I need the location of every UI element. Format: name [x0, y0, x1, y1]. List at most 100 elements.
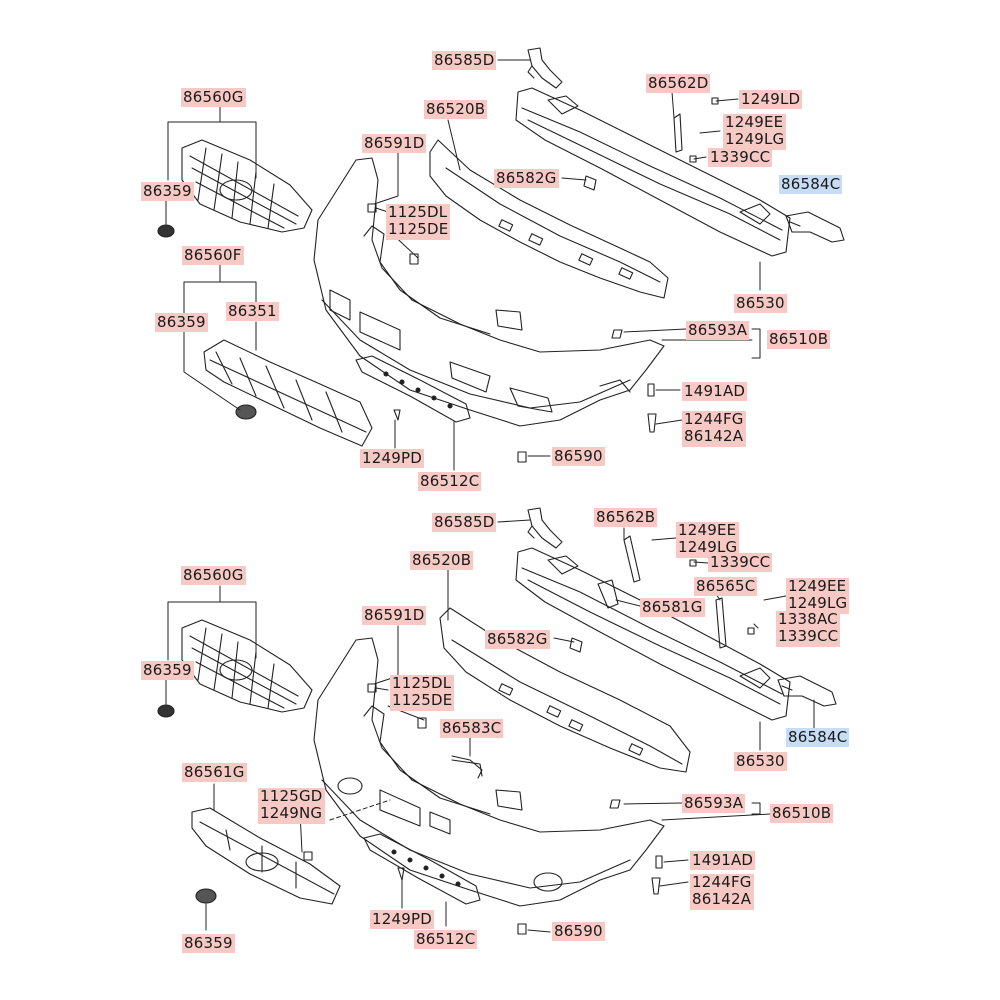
label-86359-bottom[interactable]: 86359: [141, 661, 194, 680]
label-1249lg-top[interactable]: 1249LG: [725, 130, 785, 148]
label-86581g-bottom[interactable]: 86581G: [640, 598, 705, 617]
label-1125de-top[interactable]: 1125DE: [388, 220, 449, 238]
label-1249lg-bottom-2[interactable]: 1249LG: [788, 594, 848, 612]
bolt-1244fg-bottom: [651, 877, 661, 895]
label-1244fg-bottom[interactable]: 1244FG: [692, 873, 752, 891]
label-1125dl-de-bottom[interactable]: 1125DL 1125DE: [390, 674, 455, 711]
label-1249pd-top[interactable]: 1249PD: [360, 449, 424, 468]
bumper-cover-bottom: [313, 637, 665, 907]
leader-lines-top: [165, 59, 761, 471]
grille-86351-top: [203, 339, 373, 447]
nut-1338ac-bottom: [747, 627, 755, 635]
label-86142a-top[interactable]: 86142A: [684, 427, 744, 445]
label-1125de-bottom[interactable]: 1125DE: [392, 691, 453, 709]
label-86560g-top[interactable]: 86560G: [181, 88, 246, 107]
clip-86590-bottom: [517, 923, 527, 935]
emblem-86359-top-2: [235, 404, 257, 420]
label-86512c-top[interactable]: 86512C: [418, 472, 482, 491]
label-1249lg-bottom[interactable]: 1249LG: [678, 538, 738, 556]
bracket-86584c-top: [785, 211, 845, 243]
label-86585d-bottom[interactable]: 86585D: [432, 513, 497, 532]
bolt-1244fg-top: [647, 413, 657, 433]
clip-86582g-top: [583, 175, 597, 191]
screw-1125de-bottom: [417, 717, 427, 729]
label-86582g-bottom[interactable]: 86582G: [485, 630, 550, 649]
label-1339cc-bottom[interactable]: 1339CC: [708, 553, 773, 572]
label-86359-bottom-2[interactable]: 86359: [182, 934, 235, 953]
screw-1249ld-top: [711, 97, 719, 105]
label-86593a-bottom[interactable]: 86593A: [682, 794, 746, 813]
stay-86562d: [673, 113, 683, 153]
screw-1125gd-bottom: [303, 851, 313, 861]
label-1249pd-bottom[interactable]: 1249PD: [370, 910, 434, 929]
clip-86590-top: [517, 451, 527, 463]
label-86584c-bottom[interactable]: 86584C: [786, 728, 850, 747]
label-86585d-top[interactable]: 86585D: [432, 51, 497, 70]
label-86583c-bottom[interactable]: 86583C: [440, 719, 504, 738]
bracket-86584c-bottom: [777, 675, 837, 707]
label-1244fg-top[interactable]: 1244FG: [684, 410, 744, 428]
label-86565c-bottom[interactable]: 86565C: [694, 577, 758, 596]
label-1125dl-bottom[interactable]: 1125DL: [392, 674, 452, 692]
clip-86582g-bottom: [569, 637, 583, 653]
lower-strip-top: [355, 355, 471, 423]
label-86359-top[interactable]: 86359: [141, 182, 194, 201]
label-1244fg-86142a-bottom[interactable]: 1244FG 86142A: [690, 874, 754, 910]
label-1125dl-top[interactable]: 1125DL: [388, 203, 448, 221]
label-86510b-bottom[interactable]: 86510B: [770, 804, 834, 823]
screw-1125dl-top: [367, 203, 377, 213]
label-86591d-top[interactable]: 86591D: [362, 134, 427, 153]
radiator-grille-bottom: [181, 619, 313, 713]
stay-86581g: [597, 579, 619, 609]
label-86584c-top[interactable]: 86584C: [779, 175, 843, 194]
label-1244fg-86142a-top[interactable]: 1244FG 86142A: [682, 411, 746, 447]
label-1249ee-bottom[interactable]: 1249EE: [678, 521, 737, 539]
label-1491ad-bottom[interactable]: 1491AD: [690, 851, 756, 870]
energy-absorber-bottom: [439, 607, 691, 773]
label-1339cc-top[interactable]: 1339CC: [708, 148, 773, 167]
energy-absorber-top: [429, 139, 669, 299]
label-86590-top[interactable]: 86590: [552, 447, 605, 466]
label-86561g-bottom[interactable]: 86561G: [182, 763, 247, 782]
label-1338ac-1339cc-bottom[interactable]: 1338AC 1339CC: [776, 610, 841, 647]
label-1249ee-lg-bottom-2[interactable]: 1249EE 1249LG: [786, 577, 850, 614]
label-86582g-top[interactable]: 86582G: [494, 169, 559, 188]
lower-grille-86561g: [191, 807, 341, 905]
label-1339cc-bottom-2[interactable]: 1339CC: [778, 627, 839, 645]
label-86591d-bottom[interactable]: 86591D: [362, 606, 427, 625]
label-86520b-bottom[interactable]: 86520B: [410, 551, 474, 570]
label-1125dl-de-top[interactable]: 1125DL 1125DE: [386, 203, 451, 240]
label-1491ad-top[interactable]: 1491AD: [682, 382, 748, 401]
label-1249ee-bottom-2[interactable]: 1249EE: [788, 577, 847, 595]
label-86562d-top[interactable]: 86562D: [646, 74, 711, 93]
label-86510b-top[interactable]: 86510B: [767, 330, 831, 349]
nut-1491ad-bottom: [655, 855, 663, 869]
label-1249ld-top[interactable]: 1249LD: [739, 90, 803, 109]
label-86562b-bottom[interactable]: 86562B: [594, 508, 658, 527]
label-1338ac-bottom[interactable]: 1338AC: [778, 610, 838, 628]
label-86512c-bottom[interactable]: 86512C: [414, 930, 478, 949]
label-1125gd-1249ng-bottom[interactable]: 1125GD 1249NG: [258, 788, 325, 824]
label-86530-bottom[interactable]: 86530: [734, 752, 787, 771]
label-1125gd-bottom[interactable]: 1125GD: [260, 787, 323, 805]
label-86593a-top[interactable]: 86593A: [686, 321, 750, 340]
label-1249ee-top[interactable]: 1249EE: [725, 113, 784, 131]
nut-1339cc-bottom: [689, 559, 697, 567]
label-86560f-top[interactable]: 86560F: [182, 246, 244, 265]
label-86530-top[interactable]: 86530: [734, 294, 787, 313]
label-86359-top-2[interactable]: 86359: [155, 313, 208, 332]
stay-86562b: [623, 535, 641, 583]
lower-strip-bottom: [363, 833, 481, 905]
label-86351-top[interactable]: 86351: [226, 302, 279, 321]
label-86560g-bottom[interactable]: 86560G: [181, 566, 246, 585]
emblem-86359-bottom-2: [195, 888, 217, 904]
label-86142a-bottom[interactable]: 86142A: [692, 890, 752, 908]
label-86590-bottom[interactable]: 86590: [552, 922, 605, 941]
label-86520b-top[interactable]: 86520B: [424, 100, 488, 119]
clip-86593a-bottom: [609, 799, 621, 809]
label-1249ee-lg-bottom[interactable]: 1249EE 1249LG: [676, 521, 740, 558]
label-1249ee-lg-top[interactable]: 1249EE 1249LG: [723, 113, 787, 150]
label-1249ng-bottom[interactable]: 1249NG: [260, 804, 323, 822]
